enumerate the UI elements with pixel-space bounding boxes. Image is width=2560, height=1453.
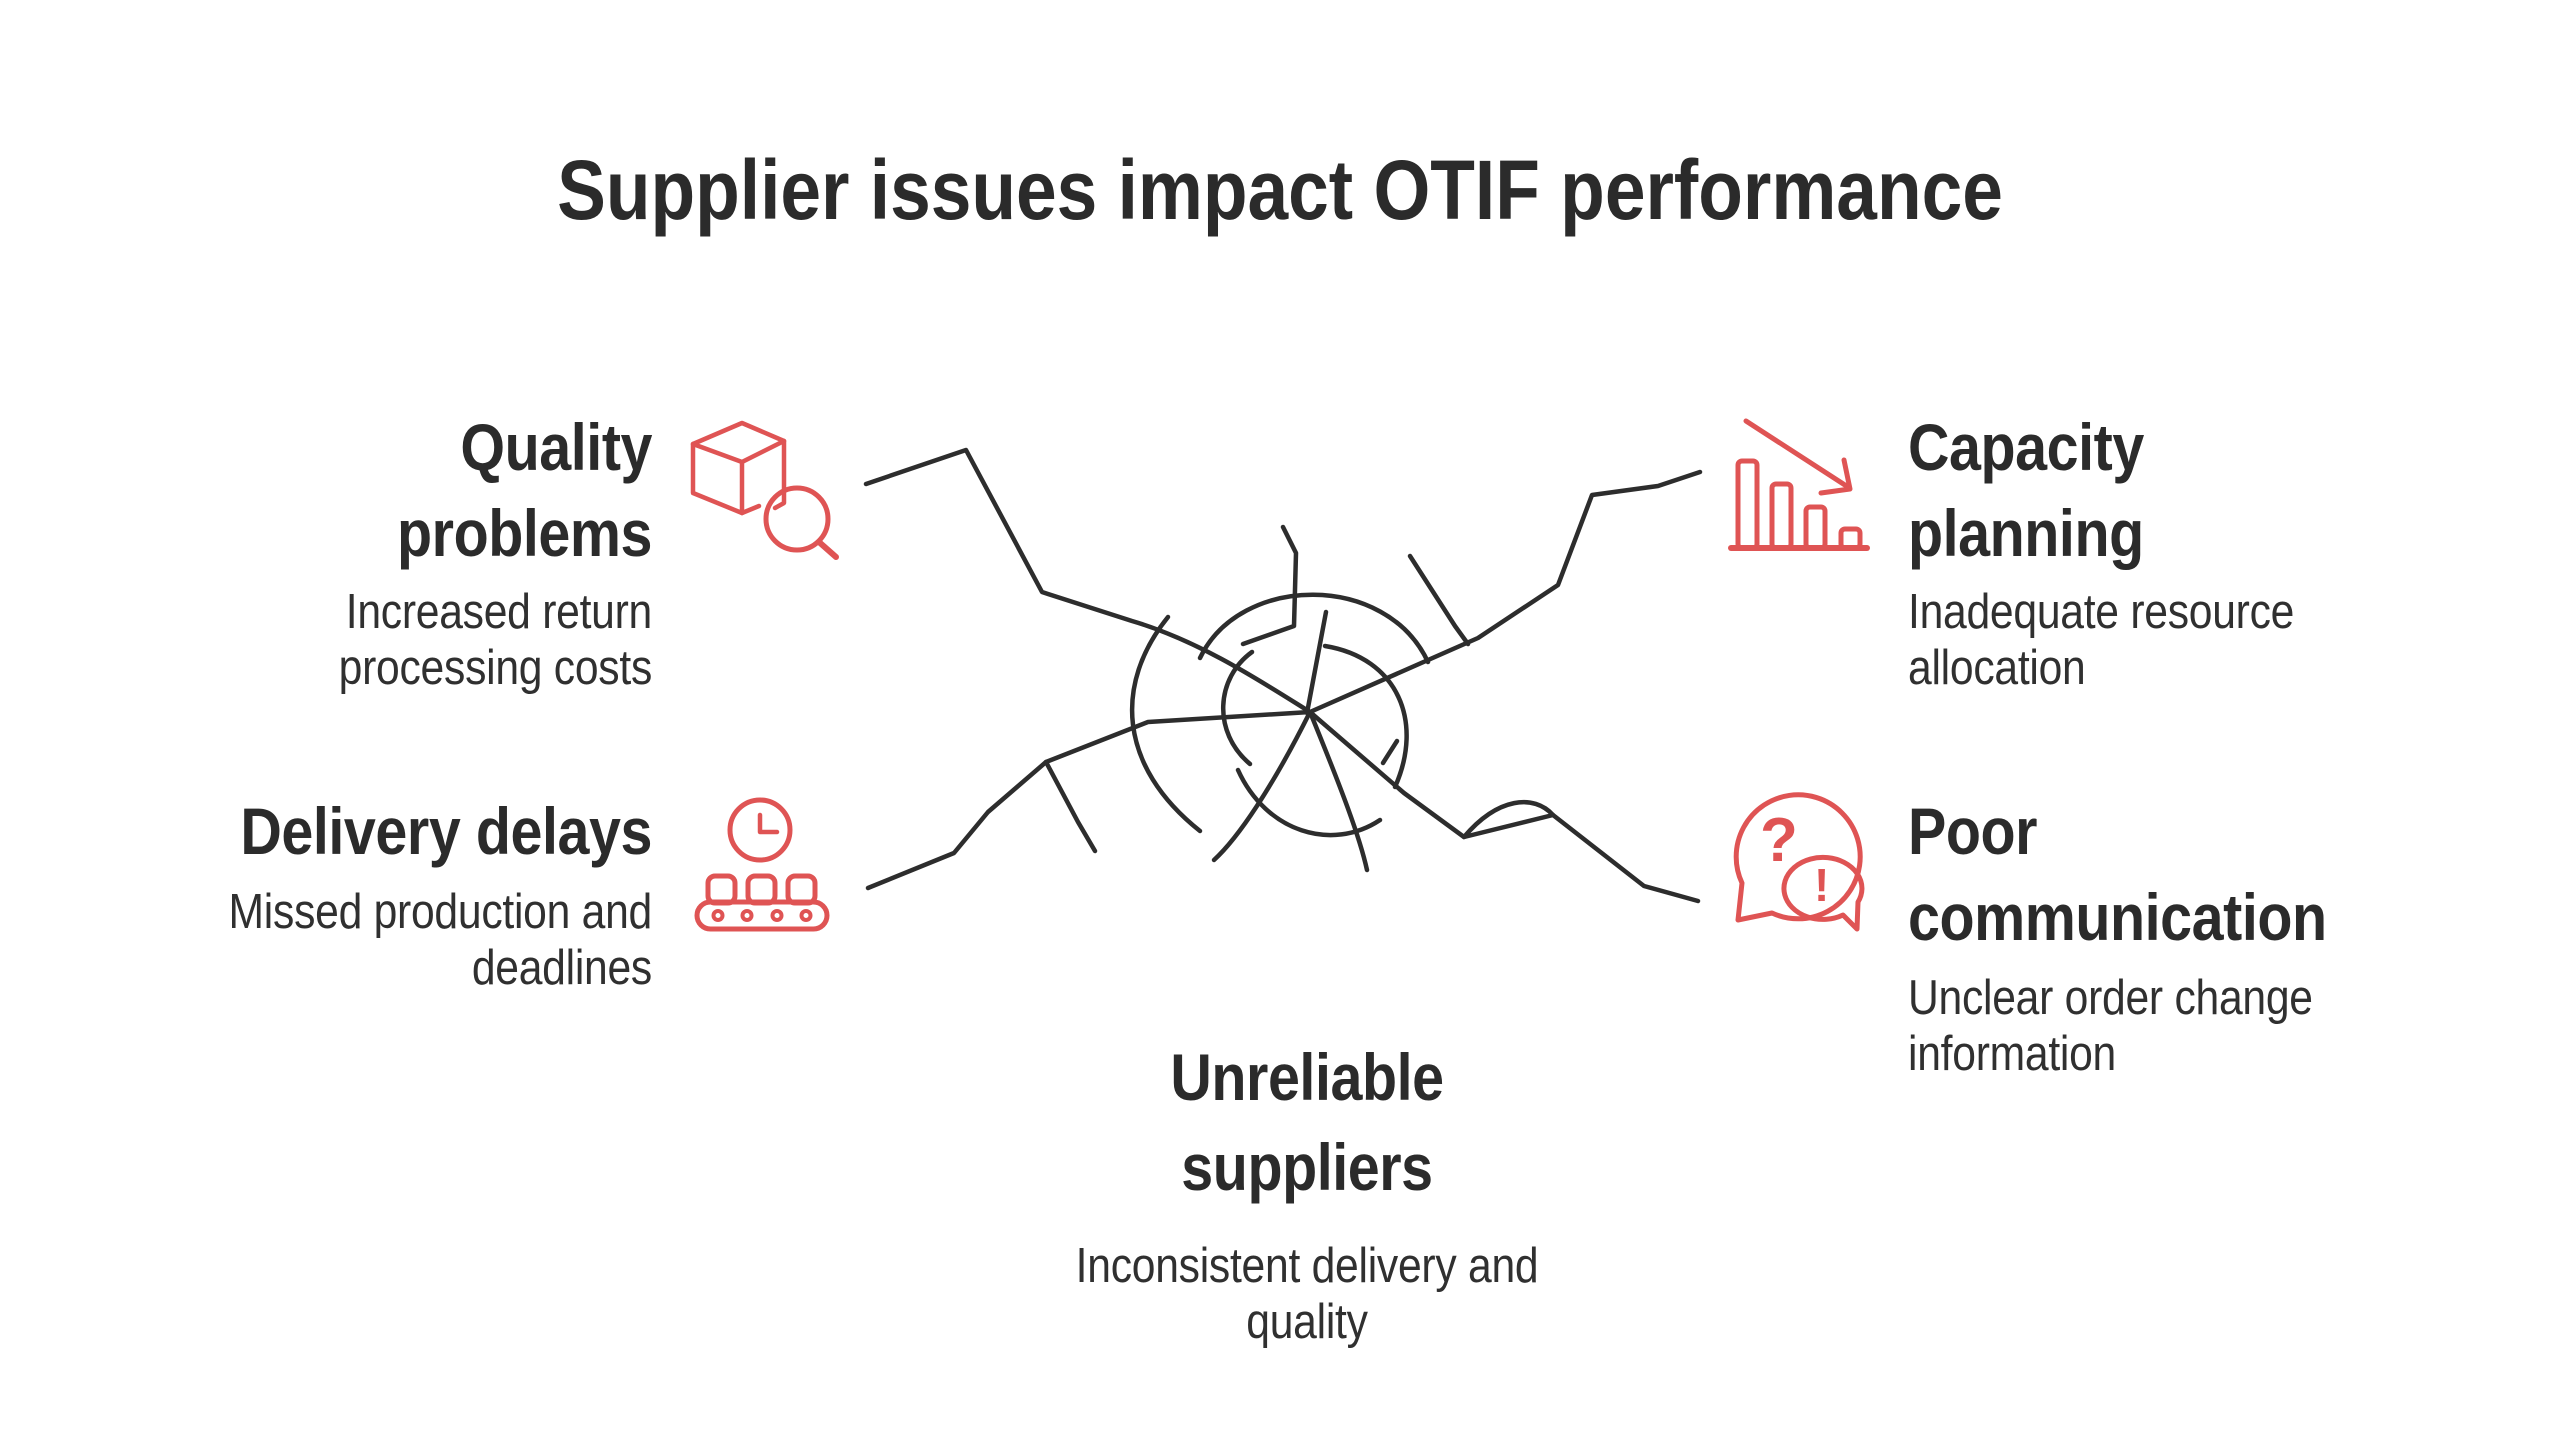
clock-hands — [757, 812, 780, 835]
quality-problems-heading: Quality problems — [397, 410, 652, 570]
decline-arrow-head — [1818, 457, 1853, 496]
poor-communication-heading: Poor communication — [1908, 794, 2327, 954]
decline-arrow-shaft — [1743, 418, 1851, 490]
web-strand-down-right — [1307, 709, 1370, 873]
web-arc-top — [1197, 592, 1431, 665]
conveyor-roller — [740, 909, 754, 922]
delivery-delays-description: Missed production and deadlines — [228, 885, 653, 995]
unreliable-suppliers-description: Inconsistent delivery and quality — [1075, 1239, 1539, 1349]
conveyor-clock-icon — [694, 797, 830, 932]
web-strand-communication — [1307, 709, 1701, 904]
cube-top-face — [690, 420, 787, 465]
web-strand-upper-right — [1407, 553, 1471, 647]
delivery-delays-heading: Delivery delays — [240, 794, 653, 868]
web-arc-left — [1129, 614, 1203, 834]
quality-problems-description: Increased return processing costs — [338, 585, 653, 695]
question-bubble — [1733, 792, 1863, 923]
cube-bottom-edge — [739, 503, 762, 516]
conveyor-roller — [770, 909, 784, 922]
web-strand-up — [1240, 524, 1299, 647]
web-arc-inner-right — [1322, 643, 1409, 790]
speech-bubbles-icon — [1733, 792, 1865, 932]
capacity-planning-description: Inadequate resource allocation — [1908, 585, 2295, 695]
magnifier-lens — [763, 485, 831, 553]
conveyor-roller — [711, 909, 725, 922]
web-strand-capacity — [1307, 469, 1703, 715]
poor-communication-description: Unclear order change information — [1908, 971, 2313, 1081]
web-arc-bottom — [1235, 767, 1383, 838]
chart-bar — [1735, 458, 1760, 551]
conveyor-box — [705, 873, 738, 906]
web-strand-up-inner — [1304, 609, 1329, 716]
conveyor-box — [745, 873, 778, 906]
question-mark-glyph: ? — [1760, 806, 1798, 875]
cube-right-edge — [772, 438, 787, 511]
chart-bar — [1803, 504, 1828, 551]
web-tick — [1380, 738, 1400, 766]
chart-bar — [1838, 526, 1863, 551]
chart-bar — [1769, 481, 1794, 551]
web-strand-quality — [863, 447, 1313, 715]
exclamation-bubble — [1781, 854, 1865, 932]
unreliable-suppliers-heading: Unreliable suppliers — [1170, 1040, 1444, 1204]
declining-bar-chart-icon — [1728, 418, 1870, 551]
cube-left-face — [690, 441, 745, 516]
page-title: Supplier issues impact OTIF performance — [557, 143, 2003, 237]
web-strand-down-left — [1211, 709, 1313, 863]
web-strands — [863, 447, 1703, 904]
conveyor-box — [785, 873, 818, 906]
exclamation-mark-glyph: ! — [1814, 859, 1830, 911]
web-strand-leaf — [1461, 799, 1556, 840]
package-inspection-icon — [690, 420, 839, 560]
magnifier-handle — [816, 539, 839, 560]
web-strand-branch — [1043, 759, 1098, 854]
web-strand-delivery — [865, 709, 1313, 891]
clock-face — [727, 797, 793, 863]
conveyor-roller — [799, 909, 813, 922]
conveyor-belt — [694, 899, 830, 932]
web-arc-inner-left — [1220, 649, 1255, 767]
capacity-planning-heading: Capacity planning — [1908, 410, 2144, 570]
